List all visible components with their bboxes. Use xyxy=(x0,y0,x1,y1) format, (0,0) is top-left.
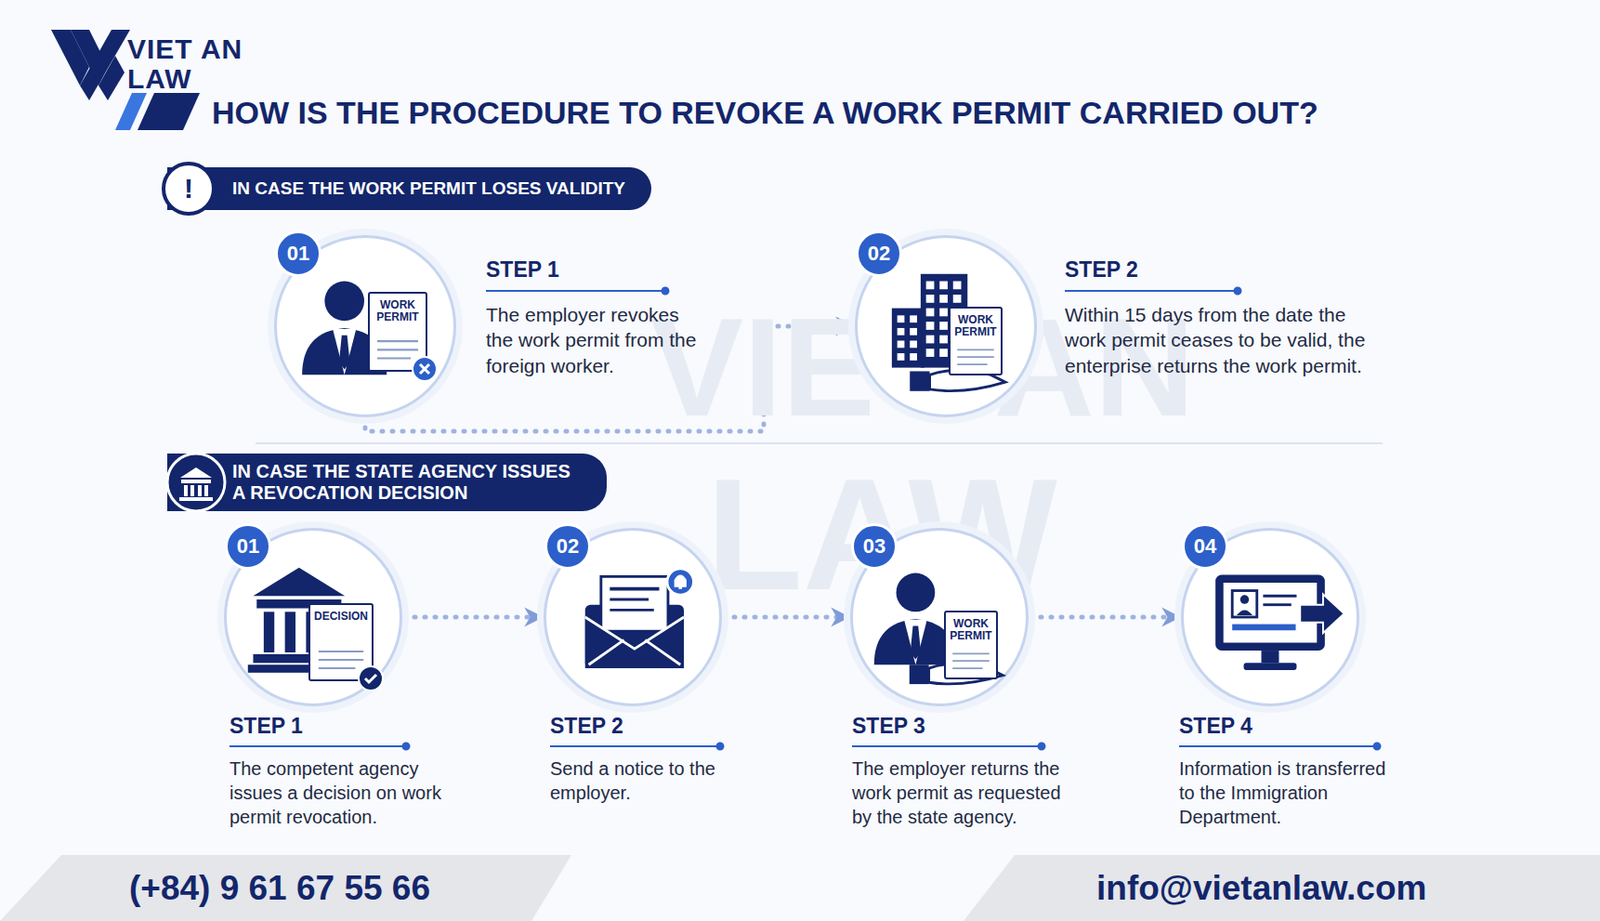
section-band: IN CASE THE STATE AGENCY ISSUES A REVOCA… xyxy=(167,453,607,512)
flow-arrow xyxy=(1030,615,1180,620)
step-heading: STEP 3 xyxy=(852,713,926,739)
status-badge xyxy=(410,354,439,383)
section-heading: IN CASE THE STATE AGENCY ISSUES A REVOCA… xyxy=(232,460,581,504)
document-card: WORK PERMIT xyxy=(948,306,1003,376)
step-description: The employer revokes the work permit fro… xyxy=(485,301,698,379)
logo-text: LAW xyxy=(127,65,193,93)
step-description: Within 15 days from the date the work pe… xyxy=(1064,301,1386,379)
document-lines xyxy=(950,344,1001,375)
email-address: info@vietanlaw.com xyxy=(1096,868,1427,908)
step-heading: STEP 1 xyxy=(485,257,560,283)
step-number: 02 xyxy=(544,523,591,570)
step-circle: 04 xyxy=(1180,527,1360,707)
step-heading: STEP 2 xyxy=(1064,257,1139,283)
step-heading: STEP 4 xyxy=(1179,713,1253,739)
step-circle: 03WORK PERMIT xyxy=(850,527,1029,707)
phone-number: (+84) 9 61 67 55 66 xyxy=(129,868,431,908)
step-number: 01 xyxy=(275,230,322,277)
alert-circle: ! xyxy=(161,161,216,216)
document-title: WORK PERMIT xyxy=(372,299,423,324)
step-circle: 02 xyxy=(543,527,722,707)
step-number: 01 xyxy=(224,523,272,570)
step-circle: 02WORK PERMIT xyxy=(854,235,1037,418)
flow-arrow xyxy=(723,615,849,620)
logo-text: VIET AN xyxy=(127,35,243,64)
document-card: WORK PERMIT xyxy=(944,610,998,680)
status-badge xyxy=(356,664,385,693)
step-number: 02 xyxy=(855,230,903,277)
bank-icon xyxy=(163,449,229,515)
section-divider xyxy=(255,442,1383,445)
document-card: WORK PERMIT xyxy=(367,291,428,372)
step-number: 04 xyxy=(1181,523,1229,570)
document-title: WORK PERMIT xyxy=(953,314,998,339)
step-heading: STEP 1 xyxy=(229,713,303,739)
document-card: DECISION xyxy=(308,603,374,682)
footer-bands xyxy=(0,854,1600,921)
step-number: 03 xyxy=(851,523,898,570)
document-lines xyxy=(945,648,997,679)
document-title: DECISION xyxy=(313,610,369,623)
alert-mark: ! xyxy=(183,172,194,205)
page-title: HOW IS THE PROCEDURE TO REVOKE A WORK PE… xyxy=(211,94,1319,132)
section-band: IN CASE THE WORK PERMIT LOSES VALIDITY! xyxy=(167,167,652,210)
step-description: The employer returns the work permit as … xyxy=(852,756,1074,829)
step-description: Send a notice to the employer. xyxy=(550,756,736,805)
flow-arrow xyxy=(404,615,542,620)
document-title: WORK PERMIT xyxy=(948,617,994,643)
step-description: Information is transferred to the Immigr… xyxy=(1179,756,1401,829)
step-circle: 01DECISION xyxy=(223,527,403,707)
step-circle: 01WORK PERMIT xyxy=(274,235,457,418)
step-description: The competent agency issues a decision o… xyxy=(229,756,451,829)
step-heading: STEP 2 xyxy=(550,713,624,739)
section-heading: IN CASE THE WORK PERMIT LOSES VALIDITY xyxy=(232,178,626,199)
